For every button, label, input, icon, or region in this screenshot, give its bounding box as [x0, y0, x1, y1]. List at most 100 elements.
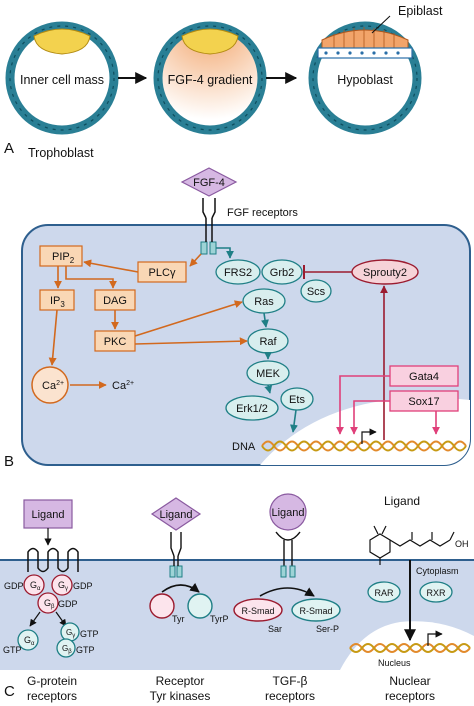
g-alpha-gtp — [17, 629, 39, 651]
label-hypoblast: Hypoblast — [337, 73, 393, 87]
ligand-circle-tgf — [269, 493, 307, 531]
label-gdp-2: GDP — [73, 581, 93, 591]
label-g-beta-gtp: Gβ — [62, 644, 72, 655]
label-dag: DAG — [103, 295, 127, 307]
label-sox17: Sox17 — [408, 396, 439, 408]
label-gtp-1: GTP — [3, 645, 22, 655]
tgf-arrow — [259, 587, 315, 597]
label-frs2: FRS2 — [224, 267, 252, 279]
r-smad-active — [291, 598, 341, 622]
label-fgf4-gradient: FGF-4 gradient — [168, 73, 253, 87]
label-cytoplasm: Cytoplasm — [416, 566, 459, 576]
caption-gpcr-2: receptors — [27, 689, 77, 703]
panel-c-letter: C — [4, 683, 15, 700]
orange-arrows — [48, 253, 248, 389]
g-alpha-gdp — [23, 574, 45, 596]
pink-arrows — [336, 375, 440, 435]
label-grb2: Grb2 — [270, 267, 294, 279]
trophoblast-cells — [157, 25, 263, 131]
transcription-start-b — [361, 428, 377, 444]
label-sar: Sar — [268, 624, 282, 634]
label-erk: Erk1/2 — [236, 403, 268, 415]
label-g-gamma-gtp: Gγ — [66, 628, 75, 639]
trophoblast-cells — [312, 25, 418, 131]
label-ca-out: Ca2+ — [112, 380, 134, 392]
caption-nuclear-2: receptors — [385, 689, 435, 703]
panel-a-letter: A — [4, 140, 14, 157]
label-sprouty2: Sprouty2 — [363, 267, 407, 279]
caption-gpcr-1: G-protein — [27, 674, 77, 688]
caption-tgf-1: TGF-β — [273, 674, 308, 688]
nucleus-b — [260, 397, 470, 465]
panel-b: FGF-4 FGF receptors PIP2 PLCγ IP3 DAG PK… — [4, 167, 471, 470]
embryo-hypoblast: Hypoblast Epiblast — [308, 4, 443, 135]
label-ligand-tgf: Ligand — [271, 507, 304, 519]
node-erk — [225, 395, 279, 421]
receptor-stalk — [202, 198, 216, 219]
inner-cell-mass — [33, 28, 91, 55]
label-oh: OH — [455, 539, 469, 549]
rtk-substrate — [149, 593, 175, 619]
label-serp: Ser-P — [316, 624, 339, 634]
label-plc: PLCγ — [149, 267, 176, 279]
label-gtp-3: GTP — [76, 645, 95, 655]
ligand-fgf4 — [180, 167, 238, 197]
label-g-alpha-gtp: Gα — [24, 635, 35, 647]
label-g-beta: Gβ — [44, 598, 55, 610]
label-ets: Ets — [289, 394, 305, 406]
panel-c: Ligand Gα Gγ Gβ GDP GDP GDP Gα Gγ Gβ GTP… — [0, 493, 474, 703]
label-tyrp: TyrP — [210, 614, 229, 624]
transcription-start-c — [427, 630, 443, 646]
label-inner-cell-mass: Inner cell mass — [20, 73, 104, 87]
label-pip2: PIP2 — [52, 251, 75, 265]
panel-b-letter: B — [4, 453, 14, 470]
label-scs: Scs — [307, 286, 326, 298]
caption-rtk-2: Tyr kinases — [150, 689, 211, 703]
ligand-diamond-rtk — [150, 497, 202, 531]
label-rxr: RXR — [426, 588, 446, 598]
label-ligand-nuclear: Ligand — [384, 494, 420, 508]
r-smad-inactive — [233, 598, 283, 622]
label-ligand-gpcr: Ligand — [31, 509, 64, 521]
arrow-g-split-2 — [55, 611, 67, 627]
g-beta-gtp — [56, 638, 76, 658]
label-gtp-2: GTP — [80, 629, 99, 639]
node-ets — [280, 387, 314, 411]
node-grb2 — [261, 259, 303, 285]
node-frs2 — [215, 259, 261, 285]
node-pkc — [94, 330, 136, 352]
label-trophoblast: Trophoblast — [28, 146, 94, 160]
label-fgf-receptors: FGF receptors — [227, 207, 298, 219]
label-gata4: Gata4 — [409, 371, 439, 383]
seven-tm-receptor — [27, 547, 79, 573]
label-ip3: IP3 — [50, 295, 65, 309]
label-g-alpha: Gα — [30, 580, 41, 592]
epiblast-cells — [333, 27, 395, 48]
dna-helix-b — [261, 440, 467, 452]
label-rar: RAR — [374, 588, 394, 598]
caption-nuclear-1: Nuclear — [389, 674, 430, 688]
label-raf: Raf — [259, 336, 277, 348]
label-gdp-1: GDP — [4, 581, 24, 591]
label-ca-in: Ca2+ — [42, 380, 64, 392]
label-tyr: Tyr — [172, 614, 185, 624]
label-epiblast: Epiblast — [398, 4, 443, 18]
teal-arrows — [216, 247, 298, 433]
label-nucleus: Nucleus — [378, 658, 411, 668]
g-beta-gdp — [37, 592, 59, 614]
caption-rtk-1: Receptor — [156, 674, 205, 688]
label-rsmad-2: R-Smad — [299, 606, 332, 616]
arrow-g-split-1 — [29, 611, 41, 627]
g-gamma-gdp — [51, 574, 73, 596]
dna-helix-c — [349, 643, 471, 653]
label-ligand-rtk: Ligand — [159, 509, 192, 521]
label-g-gamma: Gγ — [58, 580, 68, 592]
rtk-arrow — [161, 582, 200, 593]
node-rar — [367, 581, 401, 603]
label-pkc: PKC — [104, 336, 127, 348]
receptor-domain-right — [209, 241, 217, 255]
label-dna: DNA — [232, 441, 256, 453]
retinoic-acid-structure — [369, 525, 455, 565]
